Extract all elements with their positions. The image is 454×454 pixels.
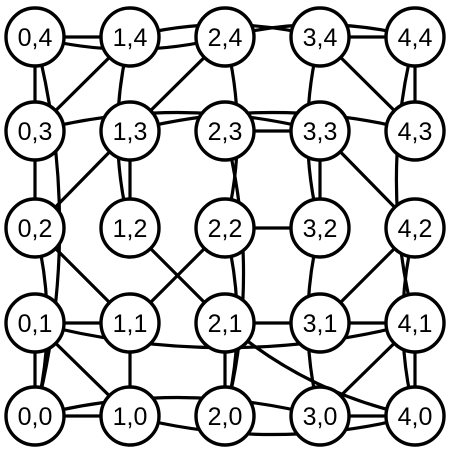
node-circle (99, 197, 161, 259)
node-label: 3,2 (303, 215, 338, 243)
node-circle (289, 385, 351, 447)
edge-1-0-to-4-0 (128, 414, 417, 437)
node-label: 0,2 (18, 215, 53, 243)
node-1-2: 1,2 (99, 197, 161, 259)
node-label: 2,4 (208, 24, 243, 52)
node-circle (99, 292, 161, 354)
node-circle (99, 6, 161, 68)
node-label: 4,0 (398, 403, 433, 431)
node-circle (99, 100, 161, 162)
edge-1-3-to-4-3 (128, 110, 417, 133)
node-label: 3,0 (303, 403, 338, 431)
node-2-3: 2,3 (194, 100, 256, 162)
node-3-3: 3,3 (289, 100, 351, 162)
node-1-0: 1,0 (99, 385, 161, 447)
node-circle (194, 292, 256, 354)
node-circle (4, 100, 66, 162)
node-label: 1,2 (113, 215, 148, 243)
node-label: 0,4 (18, 24, 53, 52)
node-circle (194, 6, 256, 68)
node-label: 2,3 (208, 118, 243, 146)
node-label: 0,1 (18, 310, 53, 338)
node-label: 3,4 (303, 24, 338, 52)
node-4-1: 4,1 (384, 292, 446, 354)
node-0-1: 0,1 (4, 292, 66, 354)
node-4-2: 4,2 (384, 197, 446, 259)
node-2-1: 2,1 (194, 292, 256, 354)
node-0-0: 0,0 (4, 385, 66, 447)
node-label: 4,1 (398, 310, 433, 338)
node-4-3: 4,3 (384, 100, 446, 162)
node-0-3: 0,3 (4, 100, 66, 162)
node-label: 3,3 (303, 118, 338, 146)
node-3-4: 3,4 (289, 6, 351, 68)
node-label: 4,3 (398, 118, 433, 146)
node-label: 2,2 (208, 215, 243, 243)
node-circle (384, 6, 446, 68)
node-label: 1,0 (113, 403, 148, 431)
node-label: 1,4 (113, 24, 148, 52)
node-circle (194, 100, 256, 162)
node-circle (99, 385, 161, 447)
node-circle (289, 6, 351, 68)
node-circle (384, 385, 446, 447)
node-label: 3,1 (303, 310, 338, 338)
node-3-1: 3,1 (289, 292, 351, 354)
node-3-0: 3,0 (289, 385, 351, 447)
node-circle (384, 197, 446, 259)
nodes-layer: 0,0 1,0 2,0 3,0 4,0 0,1 1,1 2,1 3,1 4,1 0,2 1,2 2,2 3… (4, 6, 446, 447)
node-circle (194, 385, 256, 447)
node-label: 1,1 (113, 310, 148, 338)
edge-0-3-to-3-3 (33, 110, 322, 133)
node-circle (4, 385, 66, 447)
node-2-4: 2,4 (194, 6, 256, 68)
node-2-2: 2,2 (194, 197, 256, 259)
node-circle (384, 100, 446, 162)
node-label: 4,4 (398, 24, 433, 52)
node-circle (289, 292, 351, 354)
node-0-2: 0,2 (4, 197, 66, 259)
node-circle (4, 6, 66, 68)
node-circle (384, 292, 446, 354)
node-1-3: 1,3 (99, 100, 161, 162)
edge-0-0-to-3-0 (33, 395, 322, 418)
node-2-0: 2,0 (194, 385, 256, 447)
node-4-4: 4,4 (384, 6, 446, 68)
node-circle (194, 197, 256, 259)
node-label: 2,1 (208, 310, 243, 338)
node-circle (4, 197, 66, 259)
node-4-0: 4,0 (384, 385, 446, 447)
node-circle (289, 100, 351, 162)
node-circle (289, 197, 351, 259)
node-label: 0,3 (18, 118, 53, 146)
node-label: 0,0 (18, 403, 53, 431)
node-1-4: 1,4 (99, 6, 161, 68)
node-circle (4, 292, 66, 354)
node-label: 4,2 (398, 215, 433, 243)
edge-4-4-to-4-1 (394, 35, 417, 325)
node-label: 2,0 (208, 403, 243, 431)
node-0-4: 0,4 (4, 6, 66, 68)
node-1-1: 1,1 (99, 292, 161, 354)
node-label: 1,3 (113, 118, 148, 146)
node-3-2: 3,2 (289, 197, 351, 259)
